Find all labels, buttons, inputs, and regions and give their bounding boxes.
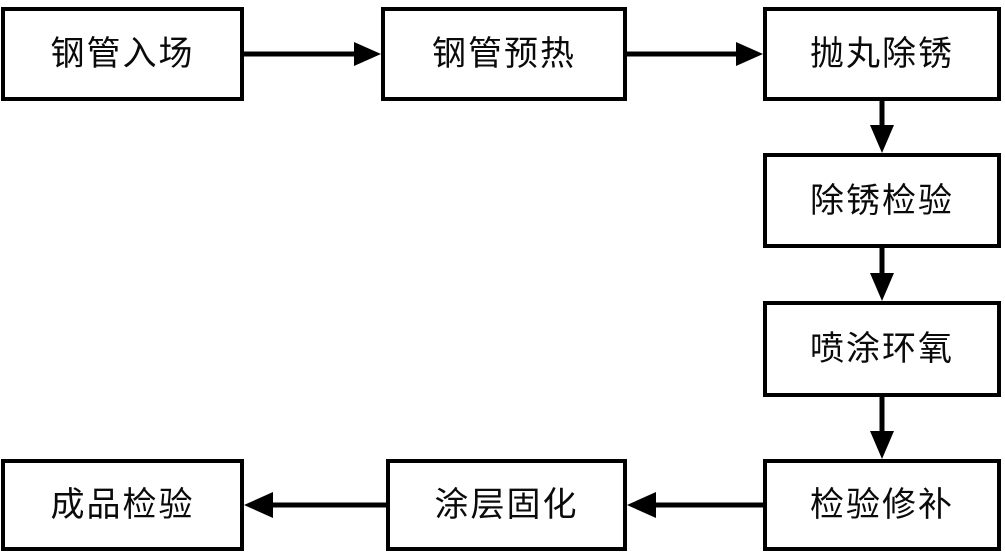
node-steelpipe-entry[interactable]: 钢管入场 [1,7,244,101]
node-rust-removal-inspection[interactable]: 除锈检验 [763,153,1001,248]
node-label-steelpipe-preheat: 钢管预热 [432,34,576,74]
node-shotblasting-derusting[interactable]: 抛丸除锈 [763,7,1001,101]
edge-preheat-to-shotblasting [627,42,763,66]
node-label-shotblasting-derusting: 抛丸除锈 [810,34,954,74]
node-label-coating-curing: 涂层固化 [434,485,579,525]
node-label-epoxy-spraying: 喷涂环氧 [810,329,954,369]
edge-steelpipe-entry-to-preheat [244,42,381,66]
node-epoxy-spraying[interactable]: 喷涂环氧 [763,301,1001,397]
edge-rust-inspection-to-epoxy-spray [870,248,894,301]
node-final-product-inspection[interactable]: 成品检验 [1,459,244,551]
node-coating-curing[interactable]: 涂层固化 [386,459,627,551]
node-label-inspection-repair: 检验修补 [810,485,954,525]
node-inspection-repair[interactable]: 检验修补 [763,459,1001,551]
node-label-steelpipe-entry: 钢管入场 [50,34,195,74]
node-steelpipe-preheat[interactable]: 钢管预热 [381,7,627,101]
edge-coating-curing-to-final-inspection [244,492,386,518]
node-label-rust-removal-inspection: 除锈检验 [810,180,954,221]
node-label-final-product-inspection: 成品检验 [50,485,195,525]
edge-epoxy-spray-to-inspection-repair [870,397,894,459]
edge-shotblasting-to-rust-inspection [870,101,894,153]
edge-inspection-repair-to-coating-curing [627,492,763,518]
